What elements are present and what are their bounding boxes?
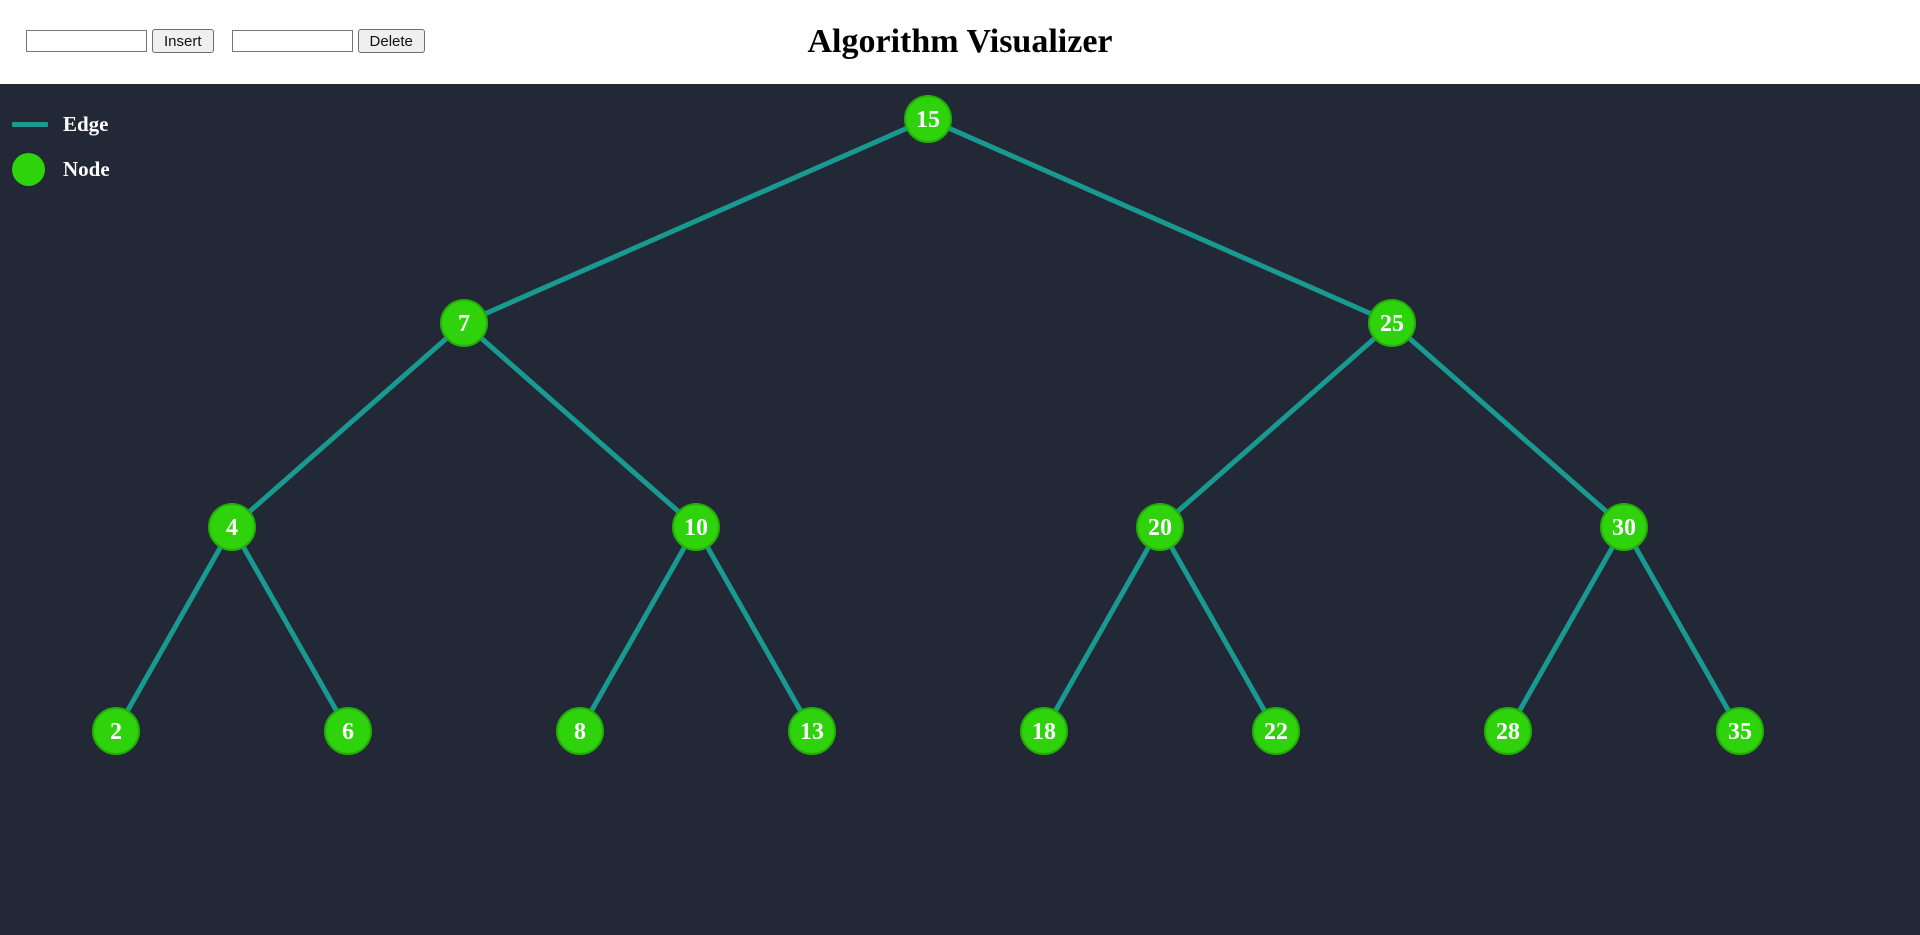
tree-node-label-20: 20 bbox=[1148, 515, 1172, 541]
tree-node-label-35: 35 bbox=[1728, 719, 1752, 745]
tree-edge-4-6 bbox=[229, 525, 351, 733]
tree-edge-25-20 bbox=[1158, 321, 1394, 529]
legend-node-item: Node bbox=[12, 151, 110, 187]
legend-edge-item: Edge bbox=[12, 106, 110, 142]
page-title: Algorithm Visualizer bbox=[807, 23, 1113, 60]
legend: Edge Node bbox=[12, 106, 110, 187]
legend-node-label: Node bbox=[63, 156, 110, 181]
tree-edge-7-4 bbox=[230, 321, 466, 529]
tree-node-20 bbox=[1136, 503, 1184, 551]
header-bar: Insert Delete Algorithm Visualizer bbox=[0, 0, 1920, 84]
tree-edge-15-7 bbox=[462, 116, 930, 326]
tree-edge-10-8 bbox=[577, 525, 699, 733]
tree-node-18 bbox=[1020, 707, 1068, 755]
tree-edge-30-35 bbox=[1621, 525, 1743, 733]
tree-edge-10-13 bbox=[693, 525, 815, 733]
insert-button[interactable]: Insert bbox=[152, 29, 214, 53]
tree-node-25 bbox=[1368, 299, 1416, 347]
tree-node-label-13: 13 bbox=[800, 719, 824, 745]
tree-node-label-18: 18 bbox=[1032, 719, 1056, 745]
tree-node-15 bbox=[904, 95, 952, 143]
tree-controls: Insert Delete bbox=[26, 29, 425, 53]
tree-node-7 bbox=[440, 299, 488, 347]
tree-node-6 bbox=[324, 707, 372, 755]
tree-node-label-25: 25 bbox=[1380, 311, 1404, 337]
tree-edge-7-10 bbox=[462, 321, 698, 529]
tree-node-label-2: 2 bbox=[110, 719, 122, 745]
tree-node-label-8: 8 bbox=[574, 719, 586, 745]
tree-node-label-28: 28 bbox=[1496, 719, 1520, 745]
tree-node-label-6: 6 bbox=[342, 719, 354, 745]
tree-node-label-22: 22 bbox=[1264, 719, 1288, 745]
tree-node-10 bbox=[672, 503, 720, 551]
tree-node-label-15: 15 bbox=[916, 107, 940, 133]
tree-node-label-7: 7 bbox=[458, 311, 470, 337]
legend-edge-label: Edge bbox=[63, 111, 109, 136]
tree-edge-20-22 bbox=[1157, 525, 1279, 733]
tree-canvas: 15 7 25 4 10 20 30 2 6 8 13 18 22 28 35 Edge Node bbox=[0, 84, 1920, 935]
tree-node-label-30: 30 bbox=[1612, 515, 1636, 541]
delete-button[interactable]: Delete bbox=[357, 29, 425, 53]
delete-value-input[interactable] bbox=[231, 30, 353, 52]
tree-node-28 bbox=[1484, 707, 1532, 755]
tree-node-label-4: 4 bbox=[226, 515, 238, 541]
tree-node-2 bbox=[92, 707, 140, 755]
binary-tree-svg: 15 7 25 4 10 20 30 2 6 8 13 18 22 28 35 bbox=[92, 95, 1764, 755]
tree-node-label-10: 10 bbox=[684, 515, 708, 541]
tree-node-35 bbox=[1716, 707, 1764, 755]
edge-swatch-icon bbox=[12, 121, 48, 127]
tree-node-4 bbox=[208, 503, 256, 551]
insert-value-input[interactable] bbox=[26, 30, 147, 52]
tree-edge-15-25 bbox=[926, 116, 1394, 326]
tree-edge-4-2 bbox=[113, 525, 235, 733]
tree-node-22 bbox=[1252, 707, 1300, 755]
tree-edge-25-30 bbox=[1390, 321, 1626, 529]
tree-node-30 bbox=[1600, 503, 1648, 551]
tree-node-13 bbox=[788, 707, 836, 755]
tree-edge-20-18 bbox=[1041, 525, 1163, 733]
tree-edge-30-28 bbox=[1505, 525, 1627, 733]
tree-node-8 bbox=[556, 707, 604, 755]
node-swatch-icon bbox=[12, 152, 45, 186]
